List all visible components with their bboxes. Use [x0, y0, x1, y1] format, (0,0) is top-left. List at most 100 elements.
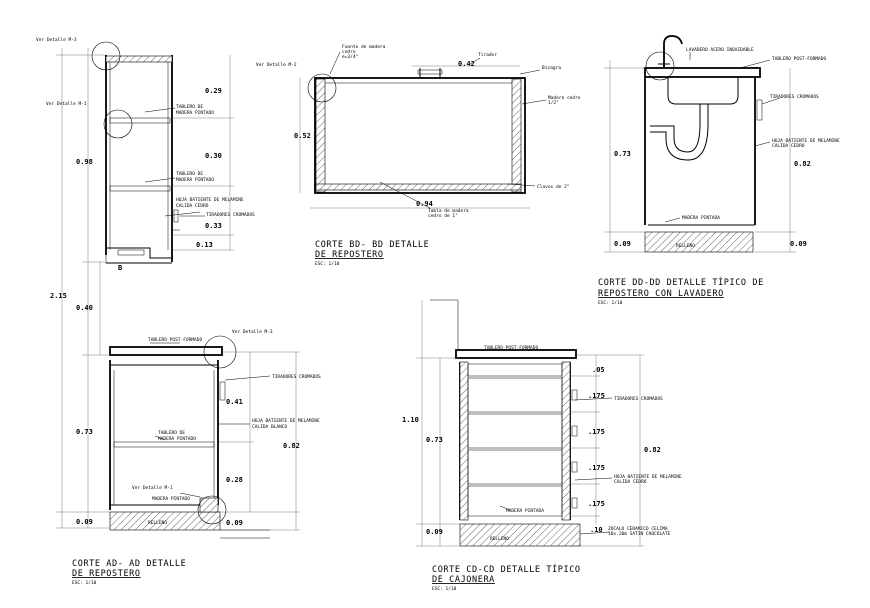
note-label: TABLERO POST-FORMADO [148, 337, 202, 343]
scale-label: ESC: 1/10 [315, 261, 340, 267]
dim-value: .175 [588, 464, 605, 472]
dim-value: 0.94 [416, 200, 433, 208]
section-subtitle: REPOSTERO CON LAVADERO [598, 289, 724, 299]
dim-value: 0.29 [205, 87, 222, 95]
note-label: 1/2" [548, 100, 559, 106]
callout-circle [103, 109, 133, 139]
scale-label: ESC: 1/10 [432, 586, 457, 592]
dim-value: 0.40 [76, 304, 93, 312]
note-label: MADERA PINTADO [176, 110, 214, 116]
note-label: TABLERO DE [158, 430, 185, 436]
dim-value: 0.82 [644, 446, 661, 454]
note-label: Fuente de madera [342, 44, 386, 50]
section-title: CORTE AD- AD DETALLE [72, 559, 186, 569]
lower-cabinet-ad [109, 346, 270, 539]
note-label: TABLERO DE [176, 171, 203, 177]
dim-value: .175 [588, 392, 605, 400]
note-label: CALIDA BLANCO [252, 424, 288, 430]
note-label: CALIDA CEDRO [772, 143, 805, 149]
dim-value: 0.41 [226, 398, 243, 406]
note-label: Ver Detalle M-2 [256, 62, 297, 68]
note-label: e=3/4" [342, 54, 358, 60]
note-label: cedro de 1" [428, 213, 458, 219]
dim-value: 0.09 [614, 240, 631, 248]
dim-value: 0.73 [76, 428, 93, 436]
callout-circle [197, 495, 227, 525]
dim-value: 0.09 [226, 519, 243, 527]
note-label: TIRADORES CROMADOS [614, 396, 663, 402]
note-label: Clavos de 2" [537, 184, 570, 190]
note-label: TABLERO POST-FORMADO [484, 345, 538, 351]
note-label: RELLENO [490, 536, 509, 542]
note-label: Ver Detalle M-3 [232, 329, 273, 335]
upper-cabinet-ad [105, 55, 180, 264]
note-label: Ver Detalle M-1 [132, 485, 173, 491]
dim-value: 0.73 [614, 150, 631, 158]
dim-value: 1.10 [402, 416, 419, 424]
dim-value: 0.28 [226, 476, 243, 484]
note-label: RELLENO [676, 243, 695, 249]
dim-value: .175 [588, 428, 605, 436]
section-title: CORTE CD-CD DETALLE TÍPICO [432, 563, 581, 575]
note-label: HOJA BATIENTE DE MELAMINE [176, 197, 244, 203]
note-label: Tabla de madera [428, 208, 469, 214]
dim-value: .175 [588, 500, 605, 508]
note-label: Ver Detalle M-1 [46, 101, 87, 107]
note-label: TABLERO POST-FORMADO [772, 56, 826, 62]
note-label: Bisagra [542, 65, 561, 71]
note-label: MADERA PINTADO [152, 496, 190, 502]
dim-value: .10 [590, 526, 603, 534]
dim-value: 0.13 [196, 241, 213, 249]
dim-value: 2.15 [50, 292, 67, 300]
section-title: CORTE BD- BD DETALLE [315, 240, 429, 250]
dim-value: 0.82 [794, 160, 811, 168]
callout-circle [645, 51, 675, 81]
note-label: CALIDA CEDRO [614, 479, 647, 485]
note-label: cedro [342, 49, 356, 55]
section-cd: 1.10 0.73 0.09 .05 .175 .175 .175 .175 .… [402, 299, 682, 592]
note-label: TIRADORES CROMADOS [206, 212, 255, 218]
note-label: Madera cedro [548, 95, 581, 101]
dim-value: 0.09 [426, 528, 443, 536]
dim-value: 0.30 [205, 152, 222, 160]
dim-value: 0.09 [76, 518, 93, 526]
note-label: RELLENO [148, 520, 167, 526]
note-label: CALIDA CEDRO [176, 203, 209, 209]
note-label: HOJA BATIENTE DE MELAMINE [252, 418, 320, 424]
section-subtitle: DE REPOSTERO [72, 569, 141, 579]
note-label: Tirador [478, 52, 497, 58]
dim-value: 0.73 [426, 436, 443, 444]
callout-circle [307, 73, 337, 103]
dim-value: 0.42 [458, 60, 475, 68]
note-label: LAVADERO ACERO INOXIDABLE [686, 47, 754, 53]
dim-value: 0.33 [205, 222, 222, 230]
dim-value: 0.82 [283, 442, 300, 450]
note-label: MADERA PINTADA [506, 508, 544, 514]
note-label: MADERA PINTADA [682, 215, 720, 221]
callout-circle [91, 41, 121, 71]
dim-value: 0.98 [76, 158, 93, 166]
note-label: TIRADORES CROMADOS [272, 374, 321, 380]
section-dd: 0.73 0.82 0.09 0.09 LAVADERO ACERO INOXI… [598, 35, 840, 306]
scale-label: ESC: 1/10 [72, 580, 97, 586]
scale-label: ESC: 1/10 [598, 300, 623, 306]
note-label: TIRADORES CROMADOS [770, 94, 819, 100]
section-title: CORTE DD-DD DETALLE TÍPICO DE [598, 276, 764, 288]
note-label: HOJA BATIENTE DE MELAMINE [772, 138, 840, 144]
dim-value: .05 [592, 366, 605, 374]
note-label: MADERA PINTADO [176, 177, 214, 183]
section-subtitle: DE CAJONERA [432, 575, 495, 585]
section-subtitle: DE REPOSTERO [315, 250, 384, 260]
note-label: ZOCALO CERAMICO CELIMA [608, 526, 668, 532]
note-label: 10x.20m SATIN CHOCOLATE [608, 531, 671, 537]
note-label: Ver Detalle M-3 [36, 37, 77, 43]
note-label: HOJA BATIENTE DE MELAMINE [614, 474, 682, 480]
dim-value: 0.52 [294, 132, 311, 140]
section-bd: 0.42 0.52 0.94 Ver Detalle M-2 Fuente de… [256, 44, 581, 267]
section-mark: B [118, 264, 122, 272]
note-label: TABLERO DE [176, 104, 203, 110]
note-label: MADERA PINTADO [158, 436, 196, 442]
section-ad: 0.98 2.15 0.40 0.73 0.09 0.29 0.30 0.33 … [36, 37, 321, 586]
dim-value: 0.09 [790, 240, 807, 248]
